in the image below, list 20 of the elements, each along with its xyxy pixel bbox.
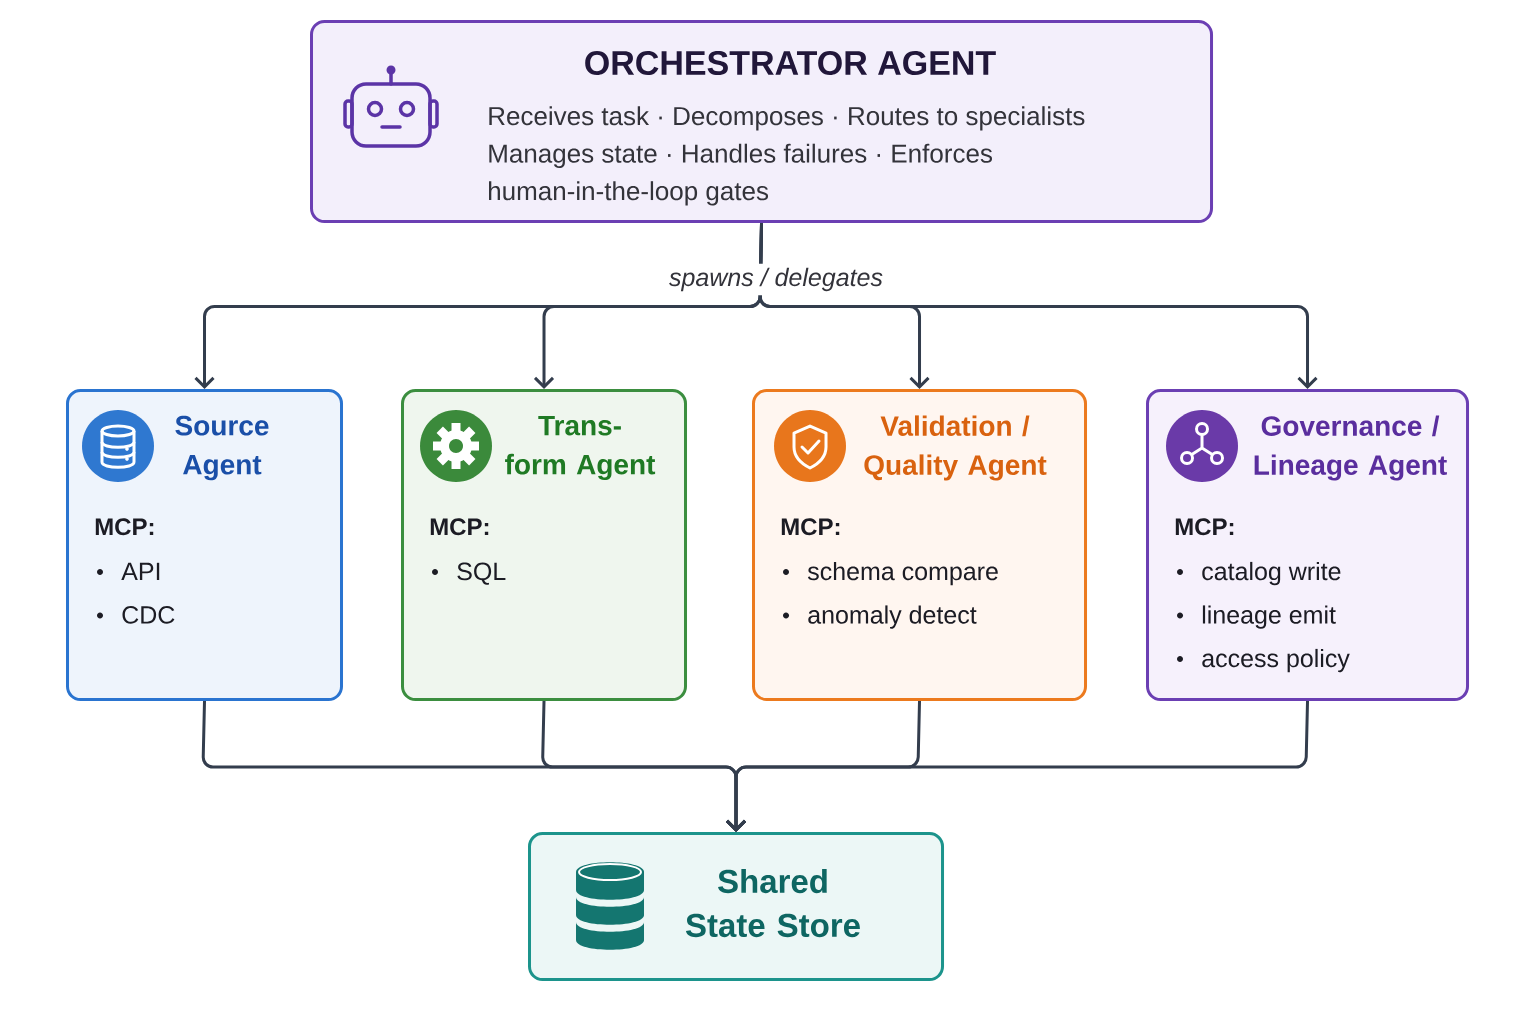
list-heading: MCP: xyxy=(1175,518,1234,536)
description-text: Receives task · Decomposes · Routes to specialists Manages state · Handles failures · Enforces human-in-the-loop gates xyxy=(489,106,1085,206)
list-heading: MCP: xyxy=(430,518,489,536)
list-item: access policy xyxy=(1202,648,1350,673)
list-heading: MCP: xyxy=(781,518,840,536)
list-item: schema compare xyxy=(807,561,998,586)
list-item: anomaly detect xyxy=(808,605,977,629)
card-title: Governance / Lineage Agent xyxy=(1254,415,1447,481)
box-title: Shared State Store xyxy=(685,868,860,938)
card-title: Source Agent xyxy=(175,415,269,481)
list-heading: MCP: xyxy=(95,518,154,536)
box-title: ORCHESTRATOR AGENT xyxy=(585,50,996,76)
list-item: API xyxy=(121,562,160,580)
list-item: catalog write xyxy=(1202,561,1341,586)
list-item: SQL xyxy=(457,562,506,585)
list-item: lineage emit xyxy=(1202,605,1336,629)
edge-label: spawns / delegates xyxy=(665,263,888,296)
card-title: Trans- form Agent xyxy=(505,415,656,481)
card-title: Validation / Quality Agent xyxy=(864,415,1047,481)
list-item: CDC xyxy=(122,606,175,624)
